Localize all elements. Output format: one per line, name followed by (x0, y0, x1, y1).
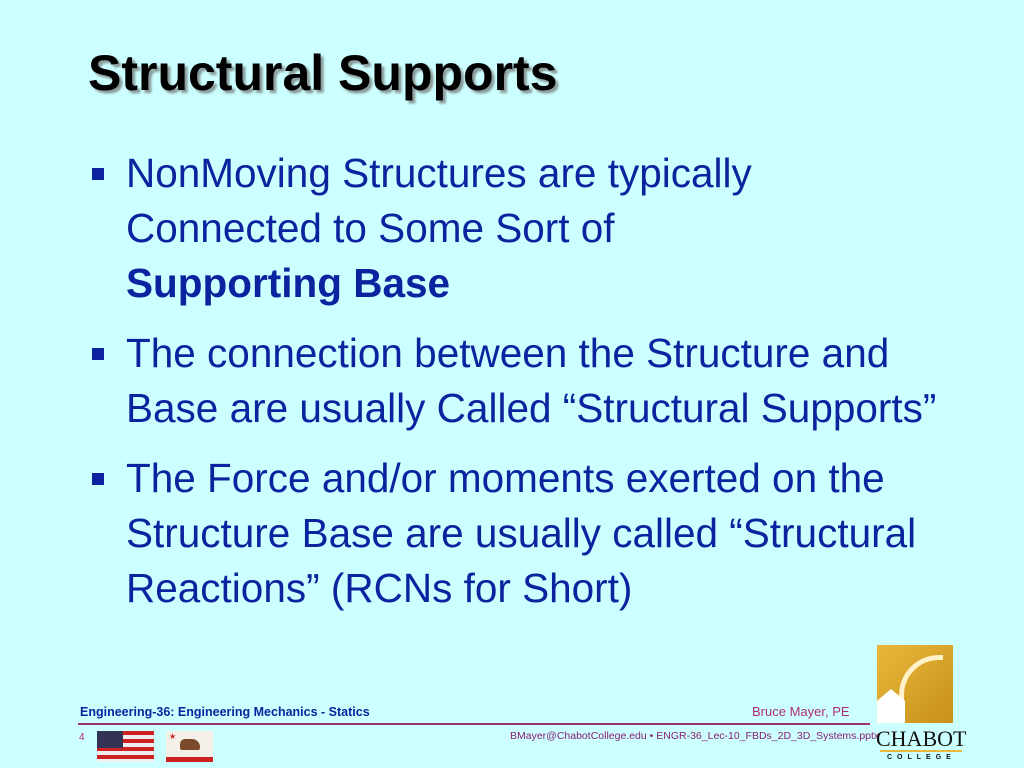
bullet-text: NonMoving Structures are typically Conne… (126, 150, 752, 251)
bullet-item: The connection between the Structure and… (92, 326, 952, 436)
footer-author: Bruce Mayer, PE (752, 704, 850, 719)
bullet-text: The connection between the Structure and… (126, 330, 937, 431)
bullet-item: NonMoving Structures are typically Conne… (92, 146, 952, 311)
chabot-logo-icon (877, 645, 953, 723)
square-bullet-icon (92, 348, 104, 360)
logo-name: CHABOT (876, 726, 967, 751)
bullet-item: The Force and/or moments exerted on the … (92, 451, 952, 616)
california-flag-icon: ★ (166, 731, 213, 762)
bullet-text: The Force and/or moments exerted on the … (126, 455, 917, 611)
footer-contact: BMayer@ChabotCollege.edu • ENGR-36_Lec-1… (510, 730, 880, 742)
bullet-text-bold: Supporting Base (126, 260, 451, 306)
square-bullet-icon (92, 473, 104, 485)
footer-course: Engineering-36: Engineering Mechanics - … (80, 705, 370, 719)
footer-divider (78, 723, 870, 725)
slide-title: Structural Supports (88, 45, 558, 101)
square-bullet-icon (92, 168, 104, 180)
logo-divider (880, 750, 962, 752)
bullet-list: NonMoving Structures are typically Conne… (92, 146, 952, 631)
page-number: 4 (79, 732, 85, 743)
us-flag-icon (97, 731, 154, 762)
logo-subtitle: COLLEGE (887, 754, 956, 761)
